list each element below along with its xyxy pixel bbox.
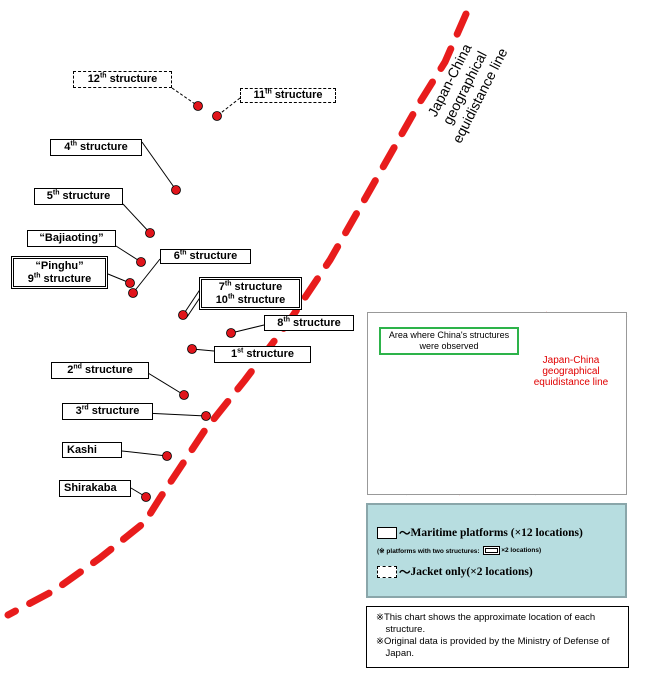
- marker-6: [128, 288, 138, 298]
- leader-kashi: [121, 450, 168, 457]
- leader-4: [141, 141, 177, 191]
- label-structure-1: 1st structure: [214, 346, 311, 363]
- jacket-box-icon: [377, 566, 397, 578]
- platform-box-icon: [377, 527, 397, 539]
- leader-7-10-a: [182, 287, 202, 316]
- label-bajiaoting: “Bajiaoting”: [27, 230, 116, 247]
- legend-two-structures-count: ×2 locations): [501, 547, 542, 554]
- marker-kashi: [162, 451, 172, 461]
- inset-equidistance-label: Japan-China geographical equidistance li…: [533, 355, 609, 388]
- label-pinghu-9: “Pinghu”9th structure: [11, 256, 108, 289]
- inset-map-panel: Area where China's structures were obser…: [367, 312, 627, 495]
- marker-1: [187, 344, 197, 354]
- legend-two-structures-row: (※ platforms with two structures: ×2 loc…: [377, 546, 541, 555]
- leader-3: [143, 412, 207, 417]
- label-kashi: Kashi: [62, 442, 122, 458]
- marker-bajiaoting: [136, 257, 146, 267]
- leader-12: [171, 87, 199, 107]
- legend-platforms-prefix: 〜: [399, 528, 411, 540]
- marker-8: [226, 328, 236, 338]
- label-structure-12: 12th structure: [73, 71, 172, 88]
- marker-12: [193, 101, 203, 111]
- marker-5: [145, 228, 155, 238]
- marker-3: [201, 411, 211, 421]
- legend-platforms-row: 〜Maritime platforms (×12 locations): [377, 525, 583, 541]
- marker-11: [212, 111, 222, 121]
- leader-6: [132, 258, 161, 294]
- marker-7-10: [178, 310, 188, 320]
- legend-two-structures-note: (※ platforms with two structures:: [377, 547, 480, 555]
- leader-2: [147, 372, 185, 396]
- note-approximate-location: ※This chart shows the approximate locati…: [376, 612, 596, 635]
- equidistance-line: [4, 10, 470, 619]
- legend-jacket-row: 〜Jacket only(×2 locations): [377, 564, 533, 580]
- leader-bajiaoting: [115, 245, 142, 263]
- note-data-source: ※Original data is provided by the Minist…: [376, 636, 610, 659]
- label-structure-3: 3rd structure: [62, 403, 153, 420]
- legend-jacket-label: Jacket only: [410, 566, 467, 578]
- label-structure-6: 6th structure: [160, 249, 251, 264]
- marker-4: [171, 185, 181, 195]
- label-structure-11: 11th structure: [240, 88, 336, 103]
- legend-platforms-label: Maritime platforms: [410, 527, 508, 539]
- notes-box: ※This chart shows the approximate locati…: [366, 606, 629, 668]
- label-shirakaba: Shirakaba: [59, 480, 131, 497]
- label-structure-2: 2nd structure: [51, 362, 149, 379]
- leader-8: [230, 324, 265, 334]
- label-structure-5: 5th structure: [34, 188, 123, 205]
- double-box-icon: [483, 546, 501, 555]
- label-structure-8: 8th structure: [264, 315, 354, 331]
- marker-pinghu: [125, 278, 135, 288]
- marker-2: [179, 390, 189, 400]
- legend-jacket-count: (×2 locations): [466, 566, 533, 578]
- label-structure-4: 4th structure: [50, 139, 142, 156]
- observed-area-label: Area where China's structures were obser…: [379, 327, 519, 355]
- leader-5: [122, 203, 151, 234]
- legend-jacket-prefix: 〜: [399, 567, 411, 579]
- legend-platforms-count: (×12 locations): [510, 527, 583, 539]
- legend: 〜Maritime platforms (×12 locations) (※ p…: [366, 503, 627, 598]
- marker-shirakaba: [141, 492, 151, 502]
